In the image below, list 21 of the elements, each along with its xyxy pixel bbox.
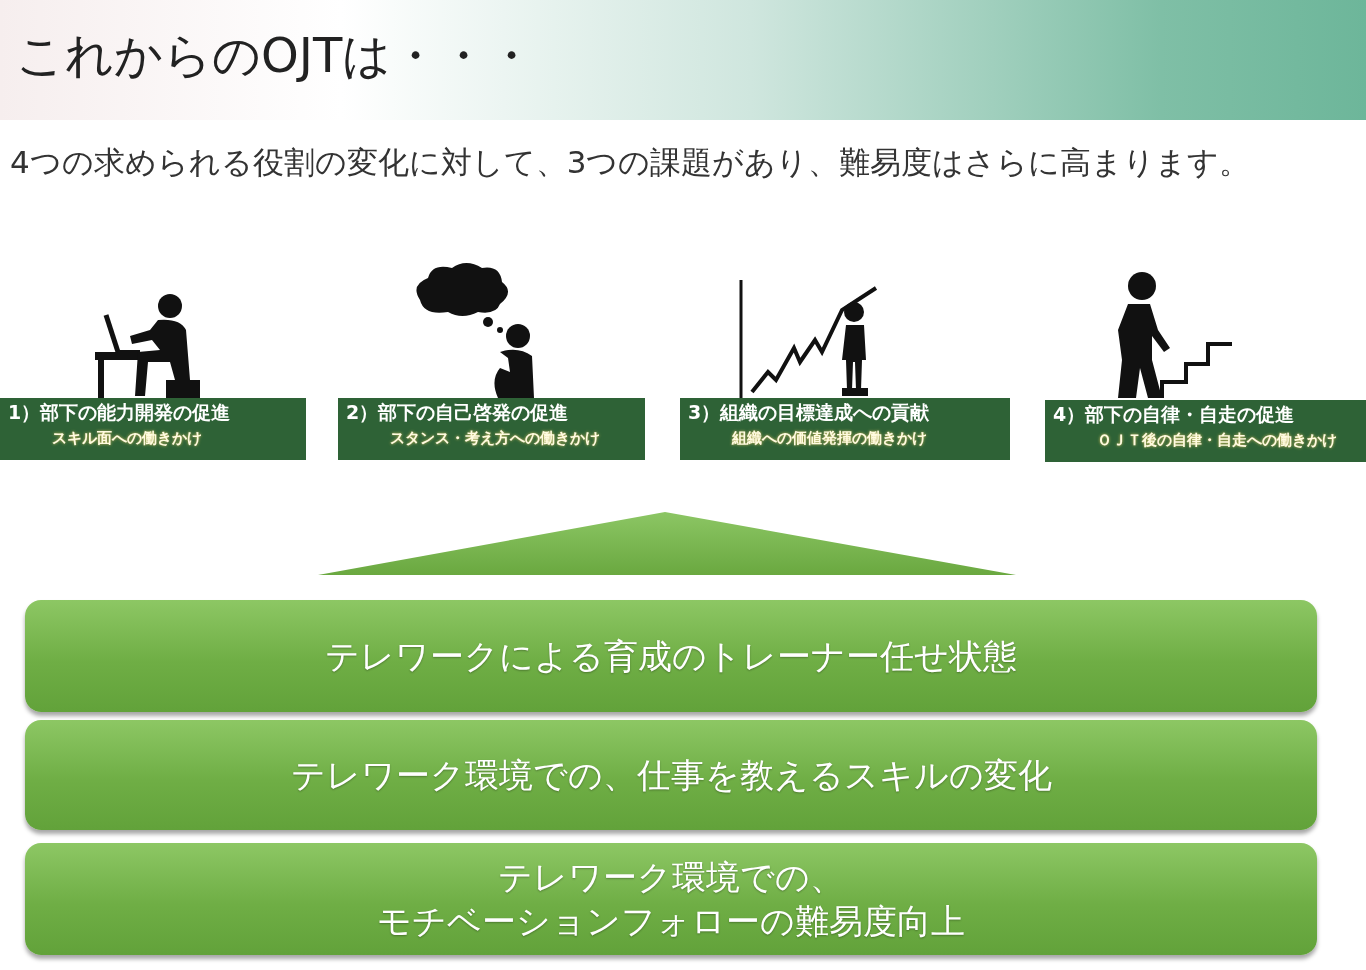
role-heading: 1）部下の能力開発の促進 <box>8 400 232 425</box>
subtitle-text: 4つの求められる役割の変化に対して、3つの課題があり、難易度はさらに高まります。 <box>10 143 1251 182</box>
upward-triangle <box>318 512 1016 575</box>
role-heading: 3）組織の目標達成への貢献 <box>688 400 931 425</box>
issue-bar <box>25 600 1317 712</box>
role-subtext: ＯＪＴ後の自律・自走への働きかけ <box>1097 431 1338 450</box>
issue-bar <box>25 843 1317 955</box>
issue-text: テレワークによる育成のトレーナー任せ状態 <box>325 634 1017 678</box>
role-box <box>338 398 645 460</box>
page-title: これからのOJTは・・・ <box>16 26 536 85</box>
role-box <box>680 398 1010 460</box>
role-heading: 2）部下の自己啓発の促進 <box>346 400 570 425</box>
role-subtext: スキル面への働きかけ <box>52 429 203 448</box>
role-heading: 4）部下の自律・自走の促進 <box>1053 402 1296 427</box>
role-box <box>0 398 306 460</box>
role-subtext: 組織への価値発揮の働きかけ <box>732 429 928 448</box>
issue-text: テレワーク環境での、モチベーションフォローの難易度向上 <box>376 855 966 943</box>
role-subtext: スタンス・考え方への働きかけ <box>390 429 601 448</box>
issue-text: テレワーク環境での、仕事を教えるスキルの変化 <box>290 753 1052 797</box>
issue-bar <box>25 720 1317 830</box>
role-box <box>1045 400 1366 462</box>
